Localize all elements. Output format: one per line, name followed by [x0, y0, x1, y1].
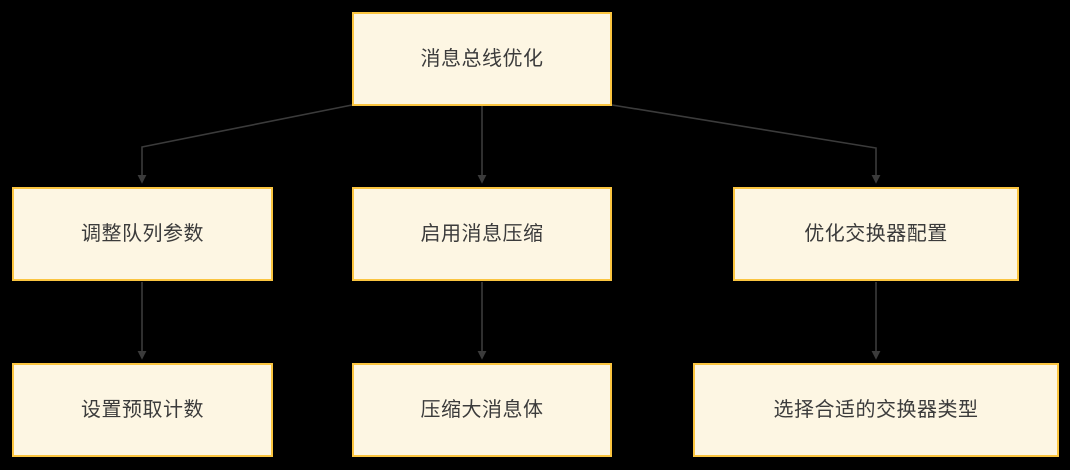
node-prefetch-count-label: 设置预取计数 — [81, 398, 204, 421]
node-exchange-config[interactable]: 优化交换器配置 — [733, 187, 1019, 281]
node-queue-params-label: 调整队列参数 — [81, 222, 204, 245]
edge-root-to-exchange-config — [611, 104, 881, 184]
node-prefetch-count[interactable]: 设置预取计数 — [12, 363, 273, 457]
node-msg-compress[interactable]: 启用消息压缩 — [352, 187, 612, 281]
node-queue-params[interactable]: 调整队列参数 — [12, 187, 273, 281]
node-root-label: 消息总线优化 — [420, 47, 544, 70]
node-big-message-label: 压缩大消息体 — [420, 398, 544, 421]
node-exchange-config-label: 优化交换器配置 — [804, 222, 948, 245]
node-exchange-type-label: 选择合适的交换器类型 — [773, 398, 979, 421]
node-msg-compress-label: 启用消息压缩 — [420, 222, 544, 245]
node-big-message[interactable]: 压缩大消息体 — [352, 363, 612, 457]
node-exchange-type[interactable]: 选择合适的交换器类型 — [693, 363, 1059, 457]
edge-root-to-queue-params — [137, 104, 353, 184]
node-root[interactable]: 消息总线优化 — [352, 12, 612, 106]
